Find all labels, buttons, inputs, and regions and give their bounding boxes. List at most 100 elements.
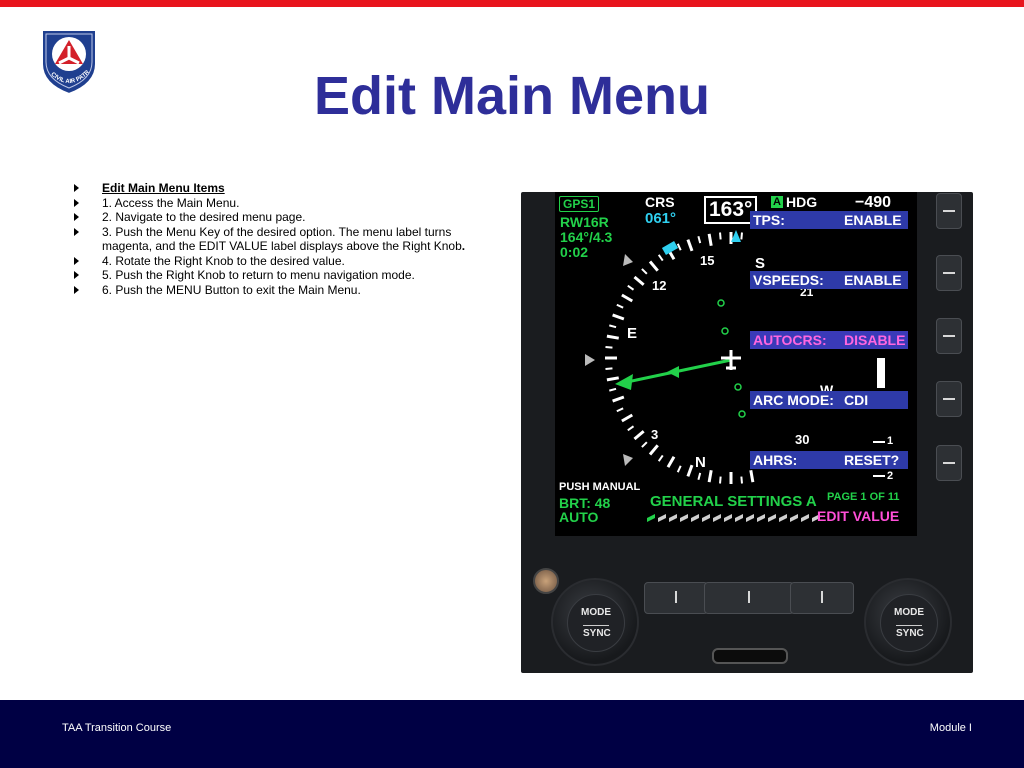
auto-label: AUTO: [559, 509, 599, 525]
menu-key-4[interactable]: [936, 381, 962, 417]
compass-tick: [648, 444, 659, 456]
compass-tick: [686, 464, 694, 477]
usb-port: [712, 648, 788, 664]
page-strip-segment: [647, 514, 655, 522]
right-knob[interactable]: MODE SYNC: [864, 578, 952, 666]
left-knob-face: MODE SYNC: [567, 594, 625, 652]
menu-key-2[interactable]: [936, 255, 962, 291]
compass-tick: [697, 236, 702, 244]
menu-key-5[interactable]: [936, 445, 962, 481]
bullet-item: 5. Push the Right Knob to return to menu…: [74, 268, 504, 283]
light-sensor: [533, 568, 559, 594]
compass-label: E: [627, 325, 638, 342]
page-strip-segment: [790, 514, 798, 522]
waypoint-id: RW16R: [560, 214, 609, 230]
compass-tick: [686, 239, 694, 252]
bullet-arrow-icon: [74, 213, 79, 221]
compass-tick: [621, 413, 634, 423]
vertical-speed: −490: [855, 194, 892, 211]
page-strip-segment: [713, 514, 721, 522]
slide-title: Edit Main Menu: [314, 66, 710, 126]
menu-key-3[interactable]: [936, 318, 962, 354]
page-strip-segment: [680, 514, 688, 522]
menu-key-1[interactable]: [936, 193, 962, 229]
bullet-list: Edit Main Menu Items 1. Access the Main …: [74, 181, 504, 297]
left-knob-mode-label: MODE: [581, 607, 611, 618]
compass-tick: [605, 346, 613, 349]
bullet-item: 3. Push the Menu Key of the desired opti…: [74, 225, 504, 254]
compass-tick: [633, 430, 645, 441]
page-strip-segment: [801, 514, 809, 522]
left-knob[interactable]: MODE SYNC: [551, 578, 639, 666]
compass-tick: [697, 472, 702, 480]
bottom-key-left[interactable]: [644, 582, 708, 614]
compass-tick: [648, 260, 659, 272]
page-strip-segment: [768, 514, 776, 522]
compass-tick: [612, 313, 625, 321]
compass-tick: [612, 395, 625, 403]
bullet-arrow-icon: [74, 271, 79, 279]
compass-tick: [616, 407, 624, 413]
crs-label: CRS: [645, 194, 675, 210]
menu-label-ahrs[interactable]: AHRS: RESET?: [750, 451, 908, 469]
heading-readout: 163°: [704, 196, 758, 224]
right-knob-sync-label: SYNC: [896, 625, 924, 639]
compass-label: 30: [795, 432, 810, 447]
bullet-item: 6. Push the MENU Button to exit the Main…: [74, 283, 504, 298]
bottom-key-right[interactable]: [790, 582, 854, 614]
bottom-key-center[interactable]: [704, 582, 794, 614]
menu-label-tps[interactable]: TPS: ENABLE: [750, 211, 908, 229]
menu-label-vspeeds[interactable]: VSPEEDS: ENABLE: [750, 271, 908, 289]
right-knob-mode-label: MODE: [894, 607, 924, 618]
top-accent-bar: [0, 0, 1024, 7]
compass-tick: [627, 284, 635, 291]
footer-module: Module I: [929, 722, 972, 734]
page-strip-segment: [757, 514, 765, 522]
menu-label-autocrs[interactable]: AUTOCRS: DISABLE: [750, 331, 908, 349]
compass-tick: [676, 465, 682, 473]
page-strip-segment: [669, 514, 677, 522]
bullet-arrow-icon: [74, 198, 79, 207]
compass-tick: [749, 470, 755, 483]
bullet-arrow-icon: [74, 256, 79, 265]
menu-label-arc-mode[interactable]: ARC MODE: CDI: [750, 391, 908, 409]
slide-footer: TAA Transition Course Module I: [0, 700, 1024, 768]
page-strip-segment: [779, 514, 787, 522]
compass-tick: [633, 275, 645, 286]
compass-label: N: [695, 454, 706, 471]
compass-tick: [641, 268, 648, 275]
page-strip-segment: [735, 514, 743, 522]
edit-value-label: EDIT VALUE: [817, 508, 900, 524]
compass-tick: [621, 293, 634, 303]
compass-tick: [641, 441, 648, 448]
compass-label: 12: [652, 278, 667, 293]
compass-tick: [657, 254, 664, 262]
compass-tick: [740, 476, 743, 484]
bullet-arrow-icon: [74, 184, 79, 192]
bullet-item: 2. Navigate to the desired menu page.: [74, 210, 504, 225]
compass-tick: [719, 232, 722, 240]
page-strip-segment: [702, 514, 710, 522]
compass-tick: [657, 454, 664, 462]
hdg-label: HDG: [786, 194, 818, 210]
avionics-screen: GPS1 RW16R 164°/4.3 0:02 CRS 061° 163° A…: [555, 192, 917, 536]
bullet-heading: Edit Main Menu Items: [74, 181, 504, 196]
compass-tick: [719, 476, 722, 484]
bullet-item: 1. Access the Main Menu.: [74, 196, 504, 211]
settings-page-title: GENERAL SETTINGS A: [650, 493, 817, 510]
compass-label: 15: [700, 253, 715, 268]
compass-tick: [616, 303, 624, 309]
vs-scale-label: 2: [887, 470, 894, 482]
compass-tick: [606, 334, 619, 340]
page-strip-segment: [812, 514, 820, 522]
bullet-item: 4. Rotate the Right Knob to the desired …: [74, 254, 504, 269]
hsi-compass-rose: [585, 230, 885, 522]
compass-tick: [740, 232, 743, 240]
compass-tick: [606, 376, 619, 382]
crs-value: 061°: [645, 210, 677, 227]
civil-air-patrol-logo: CIVIL AIR PATROL: [34, 24, 97, 96]
compass-label: S: [755, 255, 766, 272]
compass-tick: [605, 367, 613, 370]
brightness-readout: BRT: 48: [559, 495, 611, 511]
compass-label: 3: [651, 427, 659, 442]
